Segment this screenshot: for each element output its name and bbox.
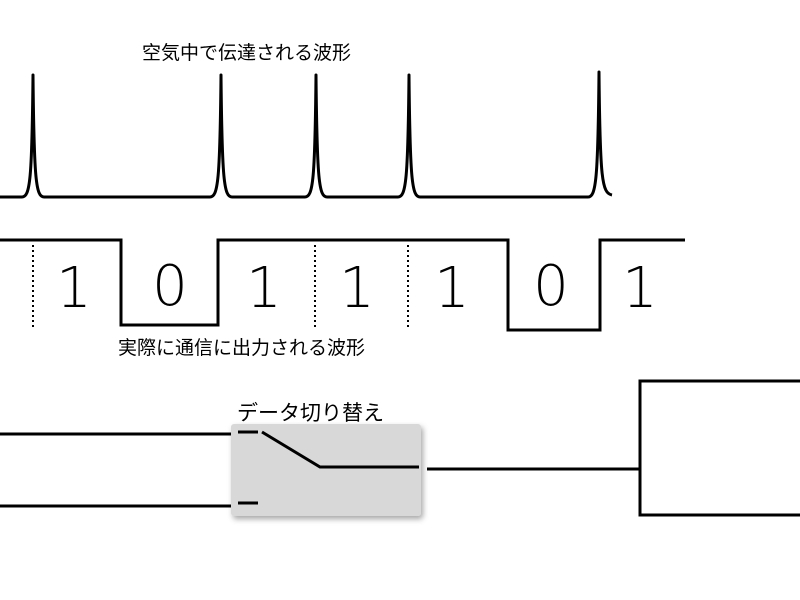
output-waveform <box>0 238 685 332</box>
bit-label: 1 <box>434 256 470 321</box>
data-switch-title: データ切り替え <box>237 401 384 425</box>
bit-label: 0 <box>152 254 188 319</box>
airborne-waveform-title: 空気中で伝達される波形 <box>142 42 352 64</box>
data-switch-box <box>231 424 421 516</box>
output-block <box>638 379 800 517</box>
bit-label: 1 <box>246 256 282 321</box>
switch-lever <box>261 430 419 469</box>
airborne-waveform <box>0 70 613 199</box>
bit-label: 1 <box>339 256 375 321</box>
bit-label: 1 <box>622 256 658 321</box>
output-waveform-title: 実際に通信に出力される波形 <box>118 337 366 359</box>
bit-label: 0 <box>533 254 569 319</box>
bit-label: 1 <box>56 256 92 321</box>
